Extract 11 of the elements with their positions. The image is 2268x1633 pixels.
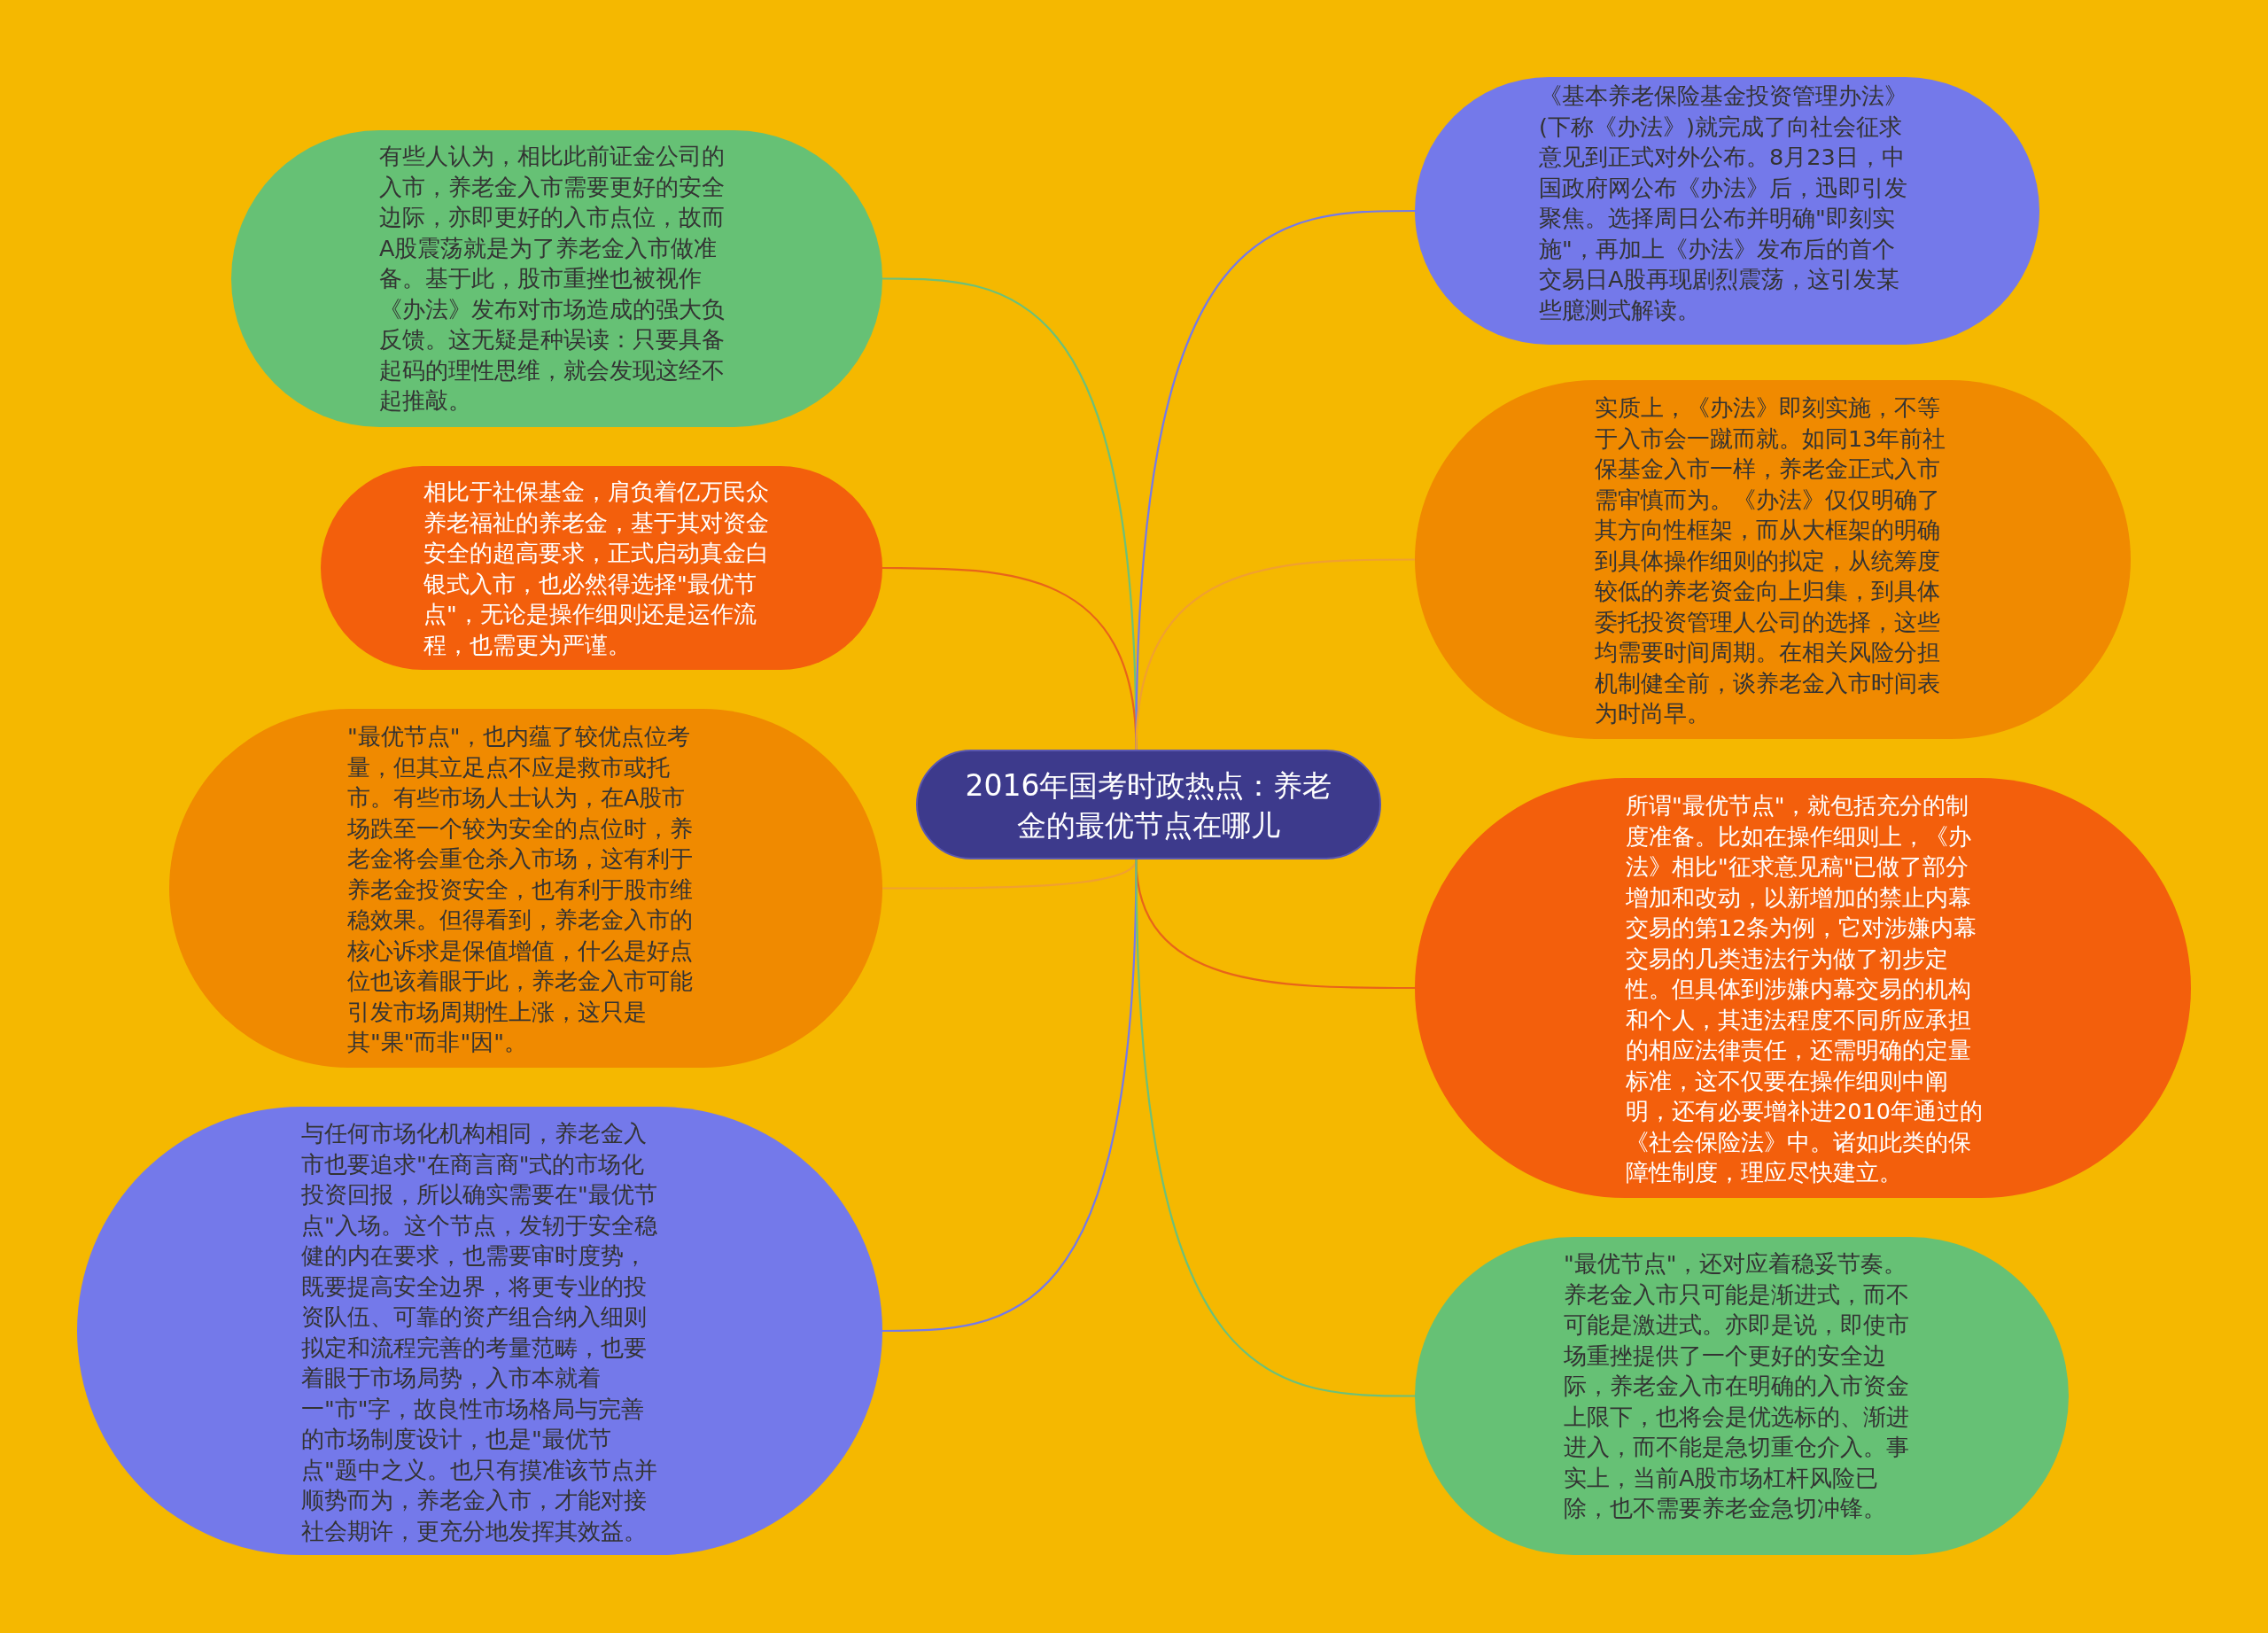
connector-line bbox=[1135, 859, 1415, 1397]
topic-text: 所谓"最优节点"，就包括充分的制度准备。比如在操作细则上，《办法》相比"征求意见稿"已做了部分增加和改动，以新增加的禁止内幕交易的第12条为例，它对涉嫌内幕交易的几类违法行为做了初步定性。但具体到涉嫌内幕交易的机构和个人，其违法程度不同所应承担的相应法律责任，还需明确的定量标准，这不仅要在操作细则中阐明，还有必要增补进2010年通过的《社会保险法》中。诸如此类的保障性制度，理应尽快建立。 bbox=[1626, 791, 1984, 1187]
topic-text: 相比于社保基金，肩负着亿万民众养老福祉的养老金，基于其对资金安全的超高要求，正式启动真金白银式入市，也必然得选择"最优节点"，无论是操作细则还是运作流程，也需更为严谨。 bbox=[423, 478, 770, 660]
central-topic-text: 2016年国考时政热点：养老金的最优节点在哪儿 bbox=[964, 767, 1333, 844]
topic-text: 实质上，《办法》即刻实施，不等于入市会一蹴而就。如同13年前社保基金入市一样，养老金正式入市需审慎而为。《办法》仅仅明确了其方向性框架，而从大框架的明确到具体操作细则的拟定，从统筹度较低的养老资金向上归集，到具体委托投资管理人公司的选择，这些均需要时间周期。在相关风险分担机制健全前，谈养老金入市时间表为时尚早。 bbox=[1595, 393, 1947, 728]
topic-text: 与任何市场化机构相同，养老金入市也要追求"在商言商"式的市场化投资回报，所以确实需要在"最优节点"入场。这个节点，发轫于安全稳健的内在要求，也需要审时度势，既要提高安全边界，将更专业的投资队伍、可靠的资产组合纳入细则拟定和流程完善的考量范畴，也要着眼于市场局势，入市本就着一"市"字，故良性市场格局与完善的市场制度设计，也是"最优节点"题中之义。也只有摸准该节点并顺势而为，养老金入市，才能对接社会期许，更充分地发挥其效益。 bbox=[301, 1119, 658, 1546]
topic-text: "最优节点"，还对应着稳妥节奏。养老金入市只可能是渐进式，而不可能是激进式。亦即是说，即使市场重挫提供了一个更好的安全边际，养老金入市在明确的入市资金上限下，也将会是优选标的、渐进进入，而不能是急切重仓介入。事实上，当前A股市场杠杆风险已除，也不需要养老金急切冲锋。 bbox=[1564, 1249, 1910, 1523]
connector-line bbox=[1135, 558, 1415, 750]
topic-text: 有些人认为，相比此前证金公司的入市，养老金入市需要更好的安全边际，亦即更好的入市点位，故而A股震荡就是为了养老金入市做准备。基于此，股市重挫也被视作《办法》发布对市场造成的强大负反馈。这无疑是种误读：只要具备起码的理性思维，就会发现这经不起推敲。 bbox=[379, 142, 726, 416]
topic-text: "最优节点"，也内蕴了较优点位考量，但其立足点不应是救市或托市。有些市场人士认为，在A股市场跌至一个较为安全的点位时，养老金将会重仓杀入市场，这有利于养老金投资安全，也有利于股市维稳效果。但得看到，养老金入市的核心诉求是保值增值，什么是好点位也该着眼于此，养老金入市可能引发市场周期性上涨，这只是其"果"而非"因"。 bbox=[347, 722, 694, 1057]
topic-text: 《基本养老保险基金投资管理办法》(下称《办法》)就完成了向社会征求意见到正式对外公布。8月23日，中国政府网公布《办法》后，迅即引发聚焦。选择周日公布并明确"即刻实施"，再加上《办法》发布后的首个交易日A股再现剧烈震荡，这引发某些臆测式解读。 bbox=[1539, 82, 1908, 325]
